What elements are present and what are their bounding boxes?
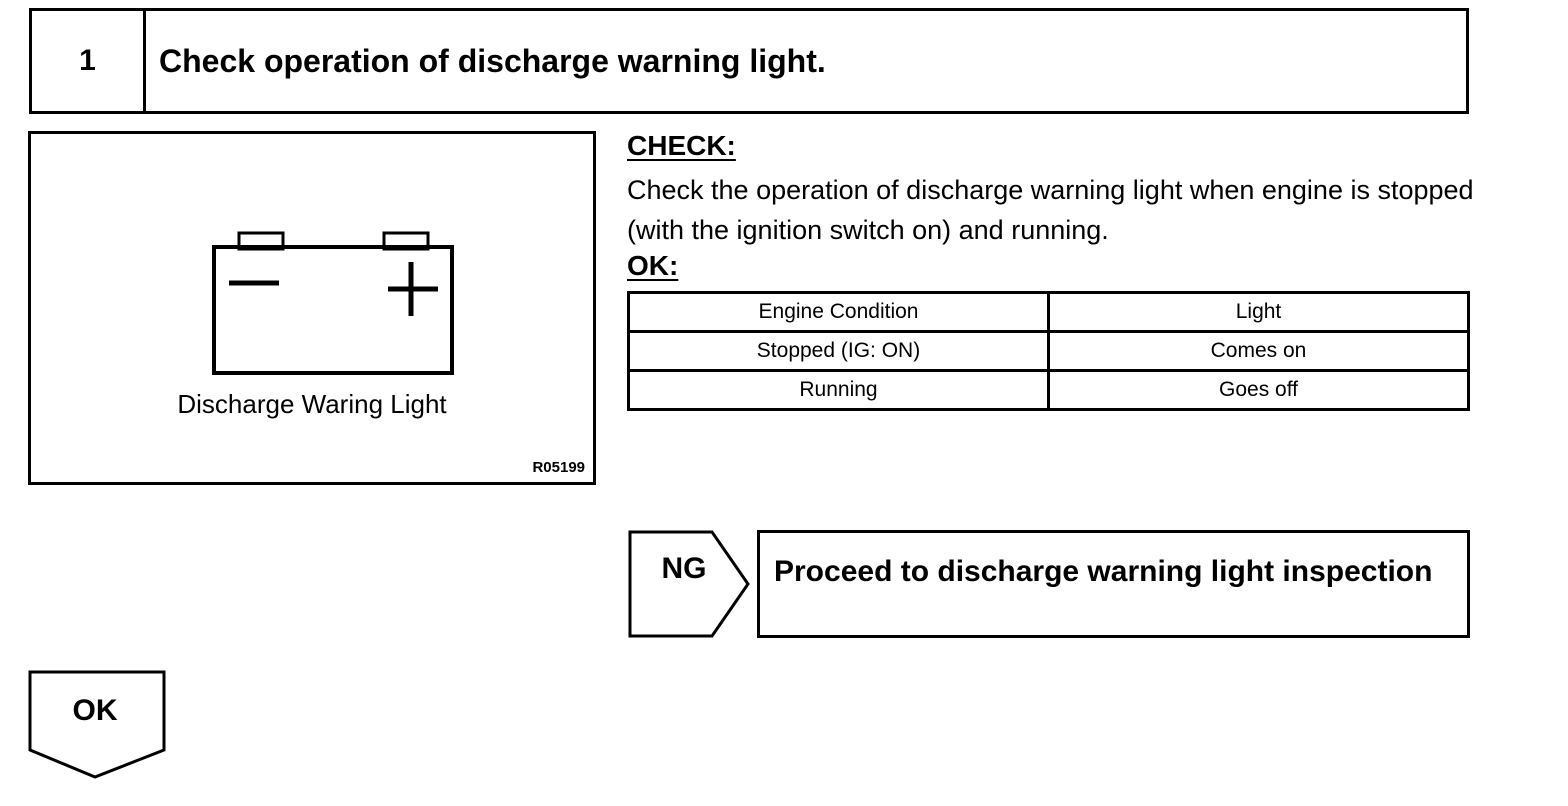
battery-icon (212, 231, 454, 375)
ng-arrow-icon (628, 530, 750, 638)
step-header: 1 Check operation of discharge warning l… (29, 8, 1469, 114)
check-heading: CHECK: (627, 130, 736, 161)
illustration-caption: Discharge Waring Light (177, 389, 447, 419)
table-header-cell: Light (1047, 291, 1470, 333)
ng-label: NG (661, 552, 707, 585)
table-row: Stopped (IG: ON) Comes on (627, 330, 1470, 372)
table-cell: Comes on (1047, 330, 1470, 372)
ok-heading: OK: (627, 250, 679, 281)
figure-code: R05199 (532, 459, 585, 476)
table-header-row: Engine Condition Light (627, 291, 1470, 333)
ok-condition-table: Engine Condition Light Stopped (IG: ON) … (627, 291, 1470, 411)
check-text: Check the operation of discharge warning… (627, 175, 1474, 245)
table-row: Running Goes off (627, 369, 1470, 411)
table-cell: Running (627, 369, 1050, 411)
ok-down-arrow-icon (28, 670, 166, 779)
table-cell: Goes off (1047, 369, 1470, 411)
ok-flow-label: OK (72, 694, 118, 727)
step-number: 1 (32, 11, 146, 111)
illustration-panel: Discharge Waring Light R05199 (28, 131, 596, 485)
table-header-cell: Engine Condition (627, 291, 1050, 333)
step-title: Check operation of discharge warning lig… (159, 43, 826, 79)
ng-action-box: Proceed to discharge warning light inspe… (757, 530, 1470, 638)
table-cell: Stopped (IG: ON) (627, 330, 1050, 372)
